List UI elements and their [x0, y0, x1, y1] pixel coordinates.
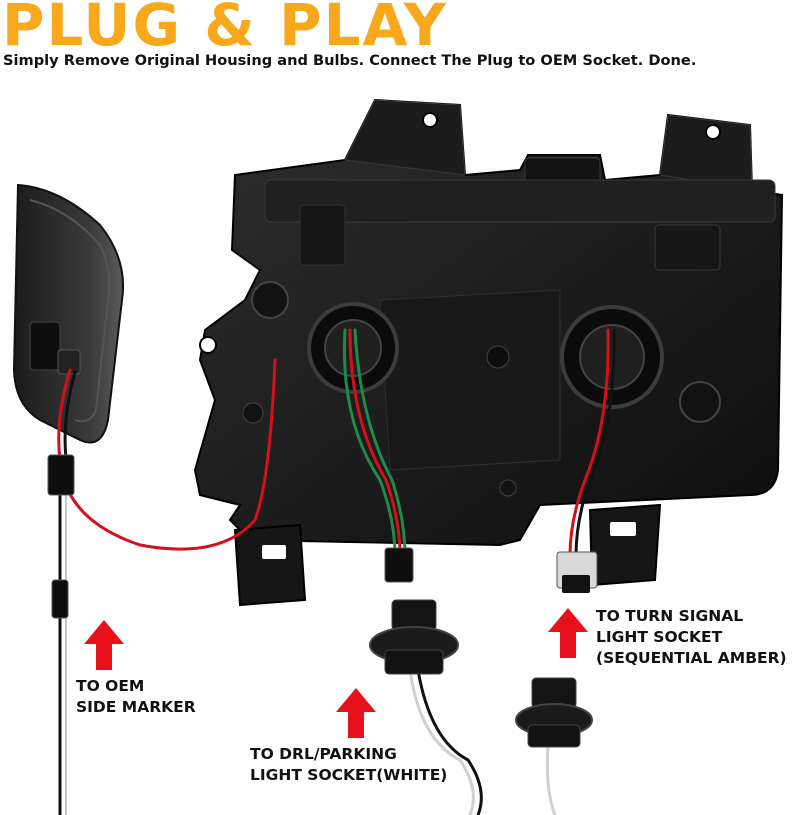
turn-socket [515, 677, 593, 748]
headline-title: PLUG & PLAY [2, 0, 448, 59]
callout-line: (SEQUENTIAL AMBER) [596, 649, 787, 667]
headline-subtitle: Simply Remove Original Housing and Bulbs… [3, 52, 697, 69]
callout-line: TO TURN SIGNAL [596, 607, 744, 625]
headlight-housing [193, 98, 784, 607]
arrow-up-icon [548, 608, 588, 658]
drl-socket [369, 599, 459, 675]
callout-side-marker: TO OEM SIDE MARKER [76, 676, 196, 718]
callout-line: LIGHT SOCKET(WHITE) [250, 766, 448, 784]
callout-line: TO OEM [76, 677, 145, 695]
callout-line: SIDE MARKER [76, 698, 196, 716]
callout-line: LIGHT SOCKET [596, 628, 723, 646]
wiring-harness [57, 328, 616, 815]
callout-drl: TO DRL/PARKING LIGHT SOCKET(WHITE) [250, 744, 447, 786]
connectors [47, 454, 598, 619]
callout-line: TO DRL/PARKING [250, 745, 397, 763]
callout-turn-signal: TO TURN SIGNAL LIGHT SOCKET (SEQUENTIAL … [596, 606, 787, 669]
side-marker-housing [12, 183, 125, 444]
arrow-up-icon [336, 688, 376, 738]
arrow-up-icon [84, 620, 124, 670]
